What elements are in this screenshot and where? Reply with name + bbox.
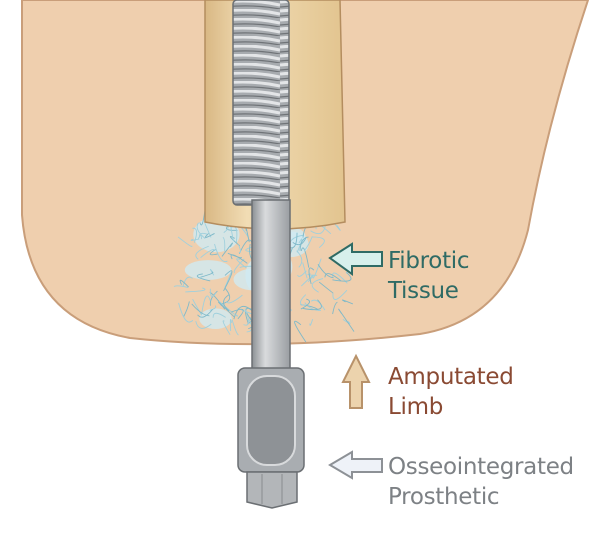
fiber: [196, 273, 211, 282]
fiber: [185, 287, 206, 293]
fiber: [212, 312, 226, 318]
fiber: [324, 273, 341, 281]
fibrotic-tissue-label: Fibrotic Tissue: [388, 246, 470, 306]
fiber: [223, 270, 233, 292]
fiber-blob: [184, 260, 232, 280]
fiber: [190, 238, 200, 241]
fiber: [309, 318, 314, 326]
fiber: [225, 294, 243, 304]
fiber: [218, 301, 238, 317]
fiber: [311, 236, 325, 248]
fiber: [179, 279, 189, 288]
fibrotic-arrow-icon: [328, 242, 383, 276]
fiber: [236, 258, 247, 269]
fiber: [200, 249, 216, 259]
fiber: [198, 232, 208, 238]
connector: [237, 367, 305, 509]
fiber: [302, 262, 308, 279]
fiber: [308, 267, 315, 285]
fiber: [197, 235, 203, 240]
fiber: [296, 238, 303, 253]
fiber: [209, 288, 217, 297]
fiber: [300, 298, 310, 310]
fiber: [297, 270, 307, 277]
fiber: [209, 249, 218, 256]
fiber: [304, 302, 321, 311]
fiber: [195, 245, 209, 260]
osseointegrated-prosthetic-label: Osseointegrated Prosthetic: [388, 452, 574, 512]
fiber: [231, 319, 239, 336]
label-line: Osseointegrated: [388, 454, 574, 480]
fiber: [173, 285, 189, 288]
fiber: [200, 271, 214, 278]
fiber: [233, 305, 252, 320]
fiber: [311, 278, 324, 293]
fiber: [332, 301, 338, 315]
fiber: [294, 320, 307, 343]
fiber: [292, 236, 307, 246]
fiber: [303, 236, 313, 252]
label-line: Limb: [388, 394, 444, 420]
fiber: [223, 294, 230, 312]
label-line: Prosthetic: [388, 484, 500, 510]
rod: [251, 199, 291, 373]
fiber: [342, 299, 354, 305]
fiber: [310, 299, 326, 311]
fiber: [218, 301, 235, 318]
fiber: [332, 289, 348, 300]
fiber: [239, 265, 253, 269]
label-line: Fibrotic: [388, 248, 470, 274]
fiber: [332, 271, 352, 282]
fiber: [342, 318, 351, 325]
fiber: [296, 250, 303, 268]
label-line: Amputated: [388, 364, 514, 390]
fiber-blob: [199, 308, 232, 330]
fiber: [299, 294, 307, 306]
fiber: [209, 305, 217, 311]
fiber: [191, 303, 210, 317]
fiber: [230, 226, 238, 244]
fiber: [318, 281, 334, 294]
fiber: [238, 244, 241, 254]
fiber: [221, 242, 233, 257]
fiber: [299, 236, 309, 251]
osseo-arrow-icon: [328, 450, 383, 480]
fiber: [183, 301, 190, 318]
fiber: [300, 247, 310, 268]
fiber: [204, 233, 215, 238]
screw-thread: [232, 0, 290, 206]
fiber: [209, 268, 215, 276]
fiber: [209, 290, 218, 306]
fiber: [222, 236, 226, 252]
fiber: [195, 321, 212, 329]
fiber: [222, 320, 231, 335]
label-line: Tissue: [388, 278, 459, 304]
fiber: [177, 236, 193, 247]
fiber: [231, 308, 244, 320]
amputated-arrow-icon: [341, 353, 371, 409]
fiber: [192, 227, 197, 243]
fiber: [227, 252, 242, 259]
fiber: [192, 298, 203, 316]
fiber: [220, 287, 231, 305]
amputated-limb-label: Amputated Limb: [388, 362, 514, 422]
fiber: [338, 308, 355, 332]
fiber: [182, 276, 193, 287]
fiber: [229, 319, 232, 331]
fiber: [197, 309, 213, 318]
fiber: [196, 222, 206, 239]
fiber: [233, 258, 245, 274]
fiber: [214, 243, 228, 263]
fiber: [302, 299, 322, 311]
fiber: [201, 295, 211, 315]
fiber: [178, 302, 194, 323]
